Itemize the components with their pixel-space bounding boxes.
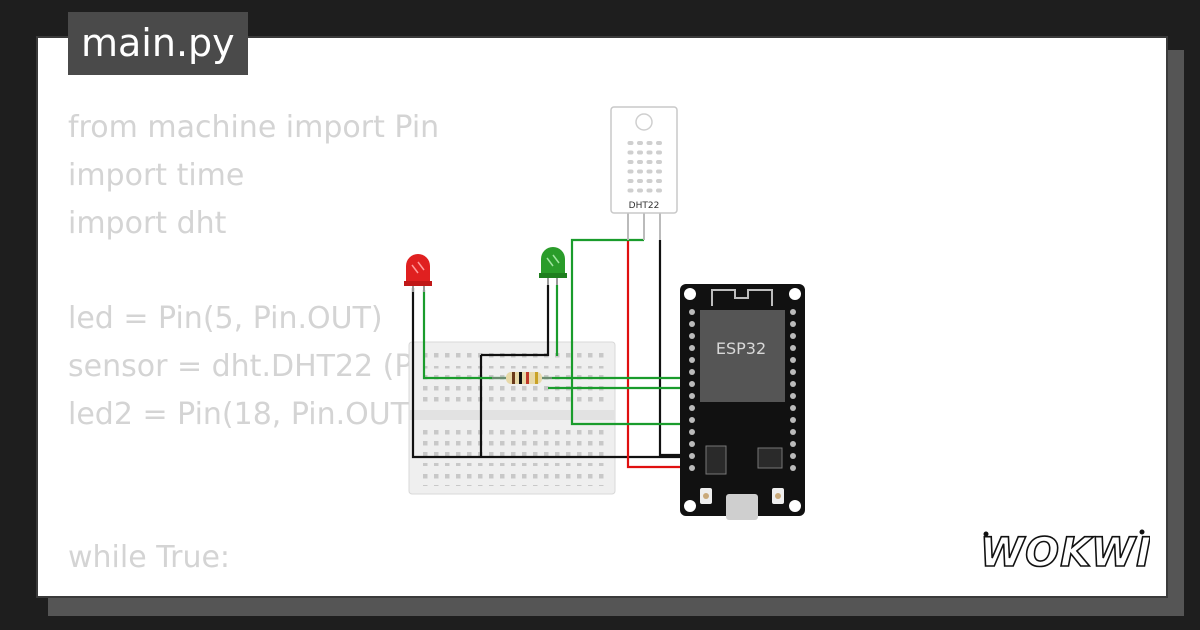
wokwi-logo: WOKWI <box>979 529 1150 576</box>
code-line: import dht <box>68 205 227 241</box>
code-line: led2 = Pin(18, Pin.OUT) <box>68 396 421 432</box>
file-tab[interactable]: main.py <box>68 12 248 75</box>
board-label: ESP32 <box>716 339 766 358</box>
dht22-sensor: DHT22 <box>610 106 678 240</box>
breadboard <box>408 341 616 495</box>
code-editor: from machine import Pin import time import… <box>68 104 439 582</box>
wires <box>411 238 800 469</box>
red-led <box>404 254 432 292</box>
code-line: from machine import Pin <box>68 110 440 145</box>
code-line: while True: <box>68 540 231 576</box>
logo-text: WOKWI <box>980 530 1150 576</box>
sensor-label: DHT22 <box>629 201 660 211</box>
code-line: sensor = dht.DHT22 (Pi <box>68 348 421 384</box>
green-led <box>539 247 567 285</box>
code-line: led = Pin(5, Pin.OUT) <box>68 301 383 337</box>
esp32-board: ESP32 <box>680 284 805 520</box>
resistor <box>492 372 552 384</box>
preview-card <box>36 36 1168 598</box>
code-line: import time <box>68 157 245 193</box>
